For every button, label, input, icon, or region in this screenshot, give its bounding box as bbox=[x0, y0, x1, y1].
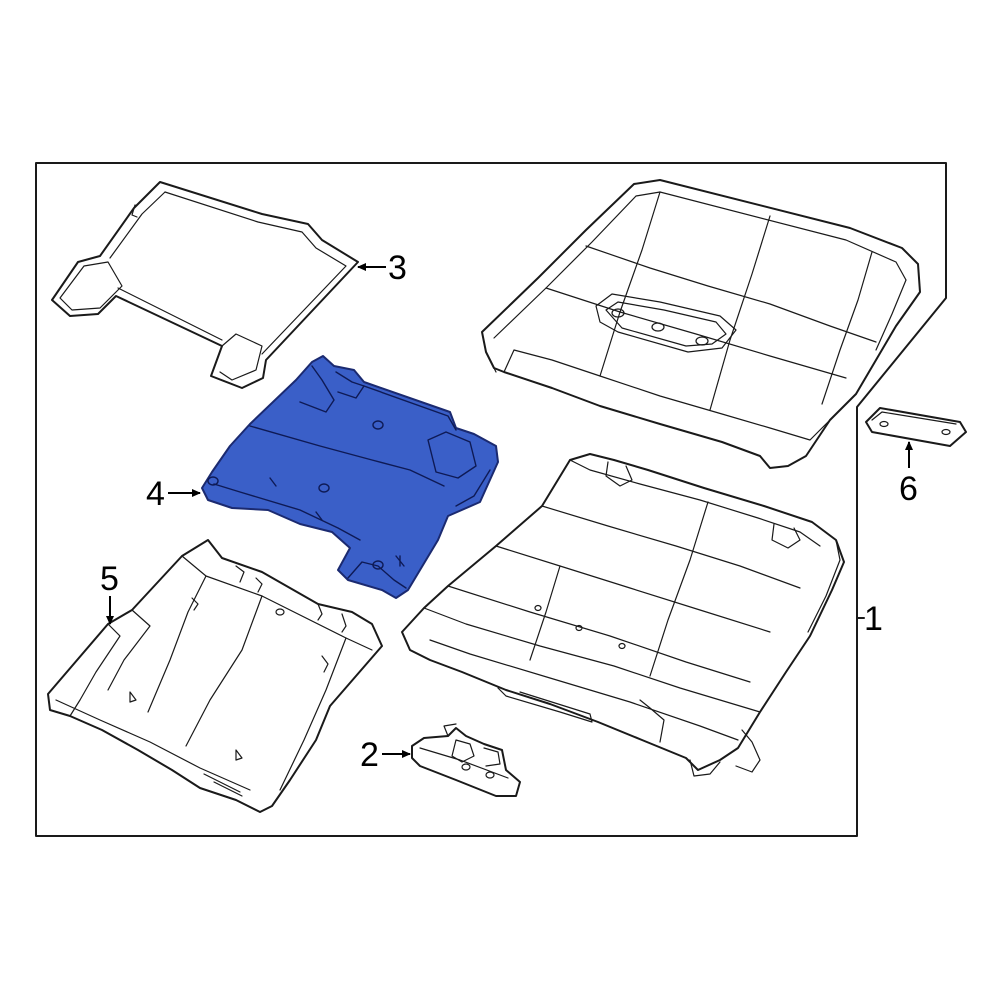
svg-text:6: 6 bbox=[899, 470, 918, 508]
callout-3[interactable]: 3 bbox=[357, 249, 407, 287]
part-3-tray-frame[interactable] bbox=[51, 181, 359, 389]
part-4-storage-tray-highlighted[interactable] bbox=[201, 355, 499, 599]
callout-6[interactable]: 6 bbox=[899, 441, 918, 508]
svg-text:3: 3 bbox=[388, 249, 407, 287]
part-1-armrest-lid[interactable] bbox=[481, 179, 921, 469]
part-1-armrest-body[interactable] bbox=[401, 453, 845, 777]
part-5-base-bin[interactable] bbox=[47, 539, 383, 813]
svg-text:5: 5 bbox=[100, 560, 119, 598]
callout-1[interactable]: 1 bbox=[856, 600, 883, 638]
svg-text:4: 4 bbox=[146, 475, 165, 513]
callout-4[interactable]: 4 bbox=[146, 475, 201, 513]
frame-border bbox=[35, 162, 947, 837]
svg-text:1: 1 bbox=[864, 600, 883, 638]
callout-5[interactable]: 5 bbox=[100, 560, 119, 625]
callout-2[interactable]: 2 bbox=[360, 736, 411, 774]
part-2-latch[interactable] bbox=[411, 723, 521, 797]
svg-text:2: 2 bbox=[360, 736, 379, 774]
part-4-body bbox=[201, 355, 499, 599]
part-6-plate[interactable] bbox=[865, 407, 967, 447]
